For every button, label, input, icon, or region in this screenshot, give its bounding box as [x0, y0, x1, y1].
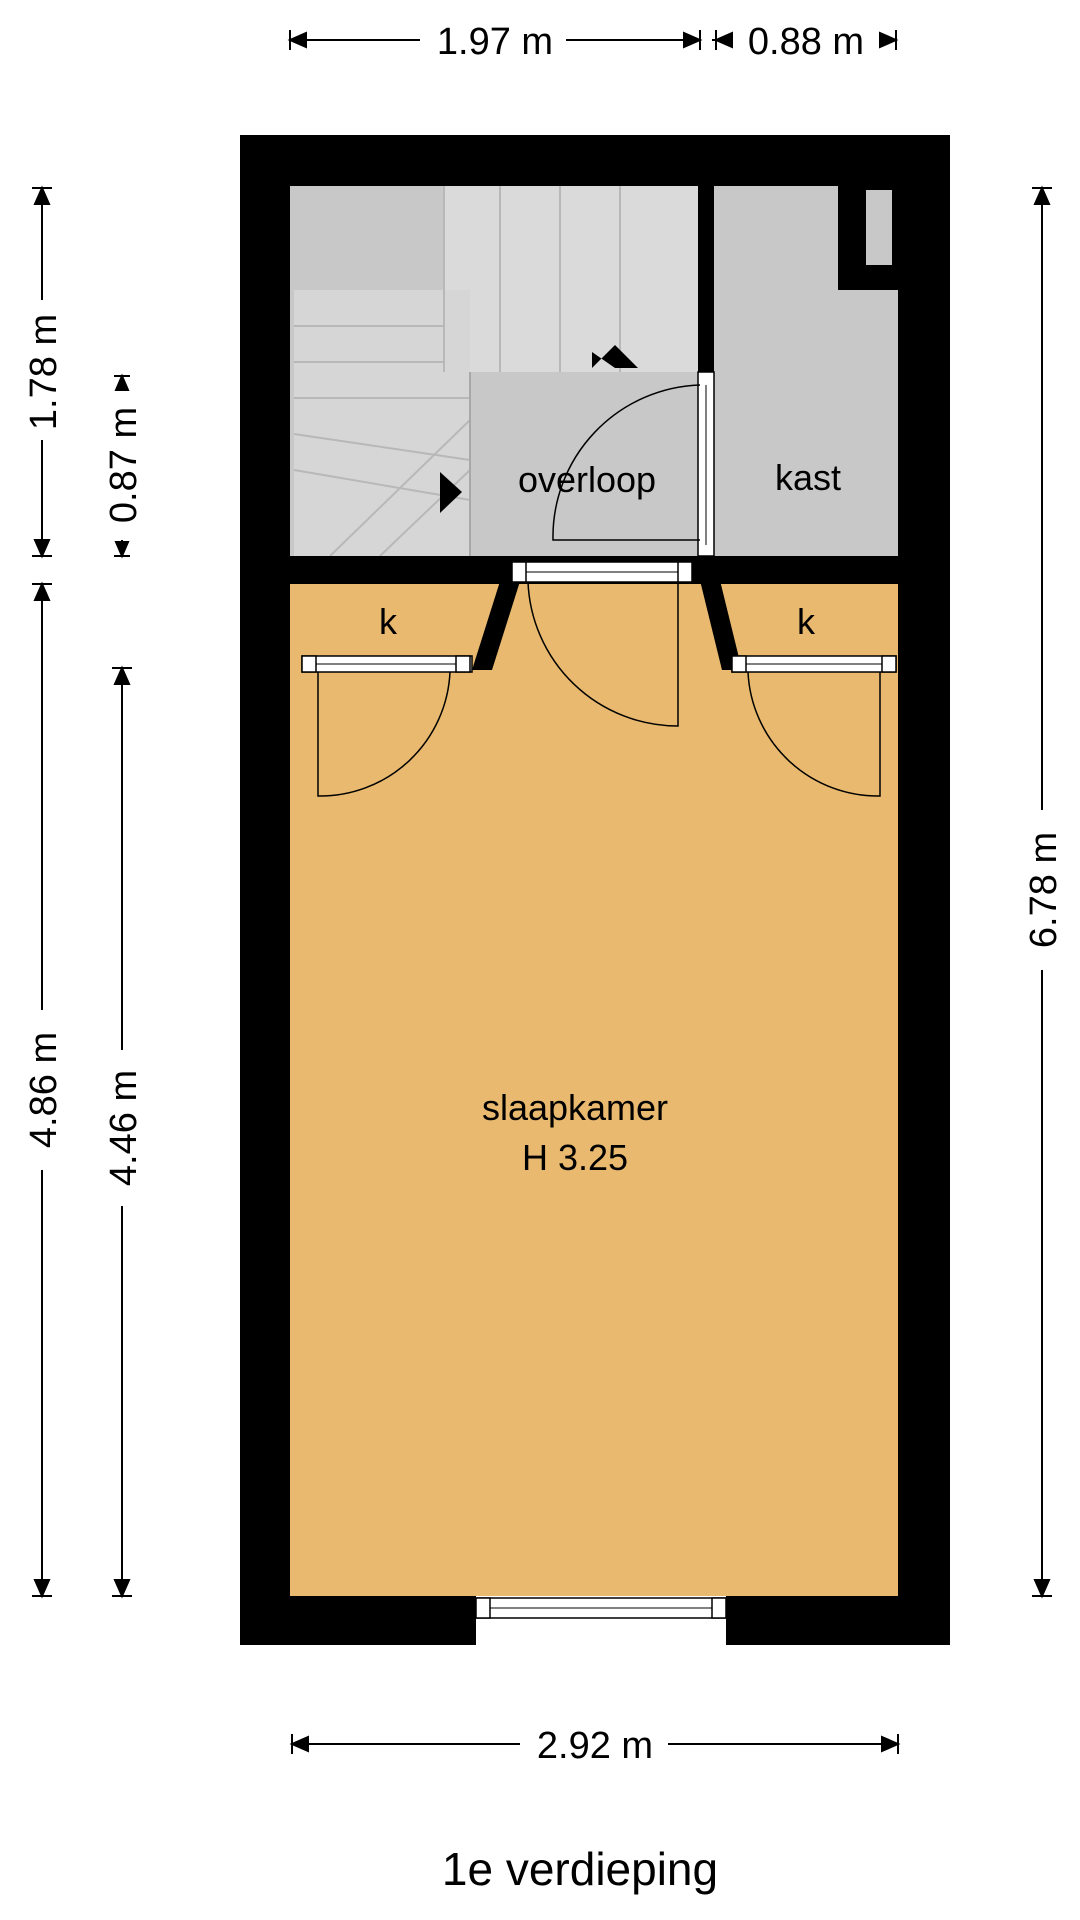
closet-niche-inner: [866, 190, 892, 265]
dim-top-left-width: 1.97 m: [437, 21, 553, 63]
right-cabinet-door-swing: [747, 671, 881, 797]
room-label-landing: overloop: [518, 459, 656, 500]
room-label-closet: kast: [775, 457, 841, 498]
bedroom-door-swing: [527, 581, 679, 727]
dim-right-total-height: 6.78 m: [1023, 832, 1065, 948]
dim-left-inner-height: 4.46 m: [103, 1070, 145, 1186]
dim-left-lower-height: 4.86 m: [23, 1032, 65, 1148]
left-cabinet-wall: [472, 556, 528, 670]
room-label-bedroom-height: H 3.25: [522, 1137, 628, 1178]
room-label-bedroom: slaapkamer: [482, 1087, 668, 1128]
room-label-cabinet-left: k: [379, 601, 398, 642]
left-cabinet-door-swing: [317, 671, 451, 797]
dim-left-small-height: 0.87 m: [103, 407, 145, 523]
right-cabinet-wall: [694, 556, 742, 670]
staircase: [293, 186, 698, 557]
room-label-cabinet-right: k: [797, 601, 816, 642]
dim-bottom-width: 2.92 m: [537, 1725, 653, 1767]
floor-caption: 1e verdieping: [442, 1843, 718, 1895]
dim-top-right-width: 0.88 m: [748, 21, 864, 63]
bedroom-floor: [290, 584, 898, 1596]
stair-arrow-right-icon: [440, 472, 462, 513]
dim-left-upper-height: 1.78 m: [23, 314, 65, 430]
stair-arrow-up-icon: [592, 345, 638, 368]
closet-door-swing: [552, 384, 701, 541]
